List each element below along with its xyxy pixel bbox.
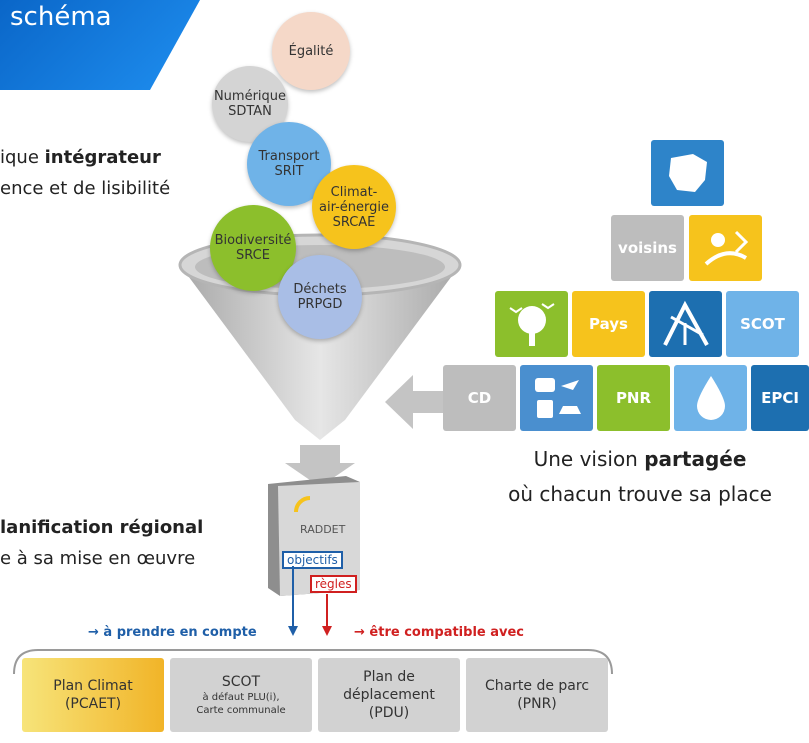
tile-cd: CD	[443, 365, 516, 431]
blue-arrow-head	[288, 626, 298, 636]
tile-pays: Pays	[572, 291, 645, 357]
tile-coastal	[689, 215, 762, 281]
bracket-line	[13, 649, 613, 675]
vision-line2: où chacun trouve sa place	[508, 482, 772, 506]
left-text-line1-bold: intégrateur	[44, 147, 161, 168]
region-map-icon	[668, 154, 707, 192]
tile-cd-label: CD	[467, 389, 492, 407]
left-text-line4: e à sa mise en œuvre	[0, 548, 196, 569]
tile-roads	[649, 291, 722, 357]
book-logo-arc	[294, 496, 311, 513]
tile-voisins-label: voisins	[618, 239, 677, 257]
left-text-line1-prefix: ique	[0, 147, 45, 168]
left-text-line3-bold: lanification régional	[0, 517, 204, 538]
box-charte-parc: Charte de parc(PNR)	[466, 658, 608, 732]
tag-regles: règles	[310, 575, 357, 593]
book-title: RADDET	[300, 523, 346, 536]
left-arrow-shape	[385, 375, 445, 429]
down-arrow-head	[285, 463, 355, 487]
coastal-icon	[704, 230, 748, 266]
tile-voisins: voisins	[611, 215, 684, 281]
transport-modes-icon	[534, 378, 581, 418]
tile-pnr: PNR	[597, 365, 670, 431]
water-drop-icon	[696, 376, 725, 420]
box-plan-climat: Plan Climat(PCAET)	[22, 658, 164, 732]
vision-line1-bold: partagée	[644, 447, 747, 471]
tile-water	[674, 365, 747, 431]
left-text-line2: ence et de lisibilité	[0, 178, 171, 199]
circle-egalite: Égalité	[272, 12, 350, 90]
tag-objectifs: objectifs	[282, 551, 343, 569]
funnel-cone	[180, 265, 460, 440]
legend-take-into-account: → à prendre en compte	[88, 625, 257, 640]
left-arrow	[385, 375, 445, 429]
boxes-bracket	[13, 649, 613, 675]
circle-egalite-label: Égalité	[288, 43, 334, 59]
left-text-line3: lanification régional	[0, 517, 203, 538]
tile-pays-label: Pays	[589, 315, 628, 333]
tile-region-map	[651, 140, 724, 206]
tile-epci-label: EPCI	[761, 389, 799, 407]
tile-scot-label: SCOT	[740, 315, 785, 333]
tree-bird-icon	[508, 303, 555, 346]
box-charte-parc-label: Charte de parc(PNR)	[484, 678, 590, 712]
tile-nature	[495, 291, 568, 357]
down-arrow-shaft	[300, 445, 340, 467]
roads-icon	[662, 300, 709, 346]
vision-line1-prefix: Une vision	[533, 447, 645, 471]
tile-transport	[520, 365, 593, 431]
tile-pnr-label: PNR	[615, 389, 652, 407]
banner-title: schéma	[10, 2, 112, 32]
vision-line1: Une vision partagée	[490, 447, 790, 471]
book-arrows	[288, 566, 332, 636]
box-plan-climat-label: Plan Climat(PCAET)	[53, 678, 133, 712]
tile-epci: EPCI	[751, 365, 809, 431]
tile-scot: SCOT	[726, 291, 799, 357]
red-arrow-head	[322, 626, 332, 636]
left-text-line1: ique intégrateur	[0, 147, 161, 168]
legend-compatible: → être compatible avec	[354, 625, 525, 640]
